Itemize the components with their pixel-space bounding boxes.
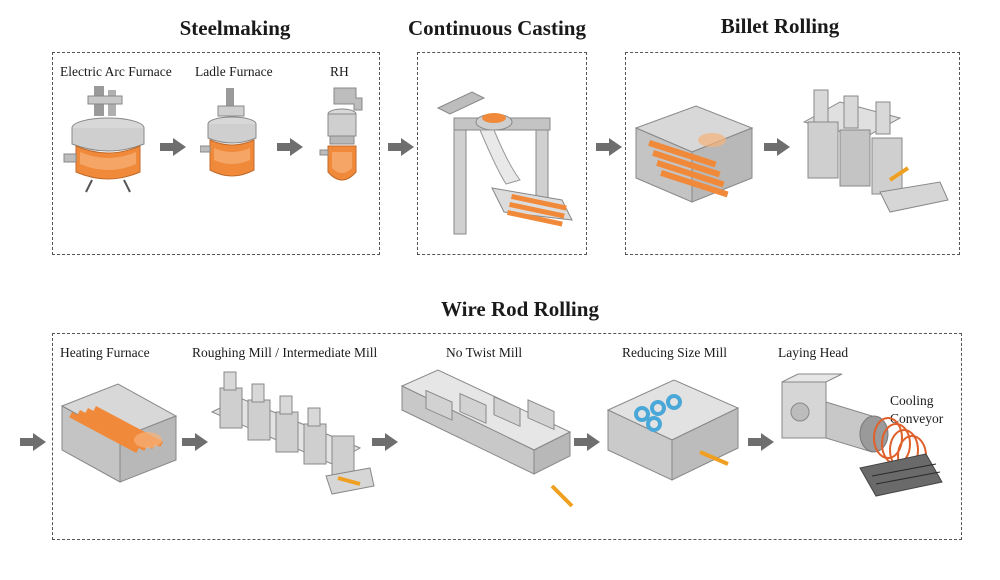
- electric-arc-furnace-illustration: [63, 86, 145, 193]
- no-twist-mill-illustration: [400, 369, 574, 508]
- billet-rolling-title: Billet Rolling: [720, 14, 840, 38]
- label-no-twist-mill: No Twist Mill: [446, 345, 523, 360]
- label-ladle-furnace: Ladle Furnace: [195, 64, 273, 79]
- laying-head-cooling-conveyor-illustration: [781, 373, 943, 497]
- arrow-right-icon: [372, 433, 398, 451]
- arrow-right-icon: [574, 433, 600, 451]
- continuous-caster-illustration: [436, 91, 573, 235]
- label-cooling: Cooling: [890, 393, 934, 408]
- wire-rod-rolling-box: [52, 333, 962, 540]
- heating-furnace-illustration: [60, 383, 178, 483]
- arrow-right-icon: [160, 138, 186, 156]
- wire-rod-rolling-title: Wire Rod Rolling: [441, 297, 599, 321]
- label-roughing-mill: Roughing Mill / Intermediate Mill: [192, 345, 378, 360]
- reducing-size-mill-illustration: [606, 379, 740, 481]
- label-conveyor: Conveyor: [890, 411, 944, 426]
- ladle-furnace-illustration: [200, 88, 257, 177]
- arrow-right-icon: [748, 433, 774, 451]
- steelmaking-box: [52, 52, 380, 255]
- arrow-right-icon: [388, 138, 414, 156]
- arrow-right-icon: [182, 433, 208, 451]
- label-heating-furnace: Heating Furnace: [60, 345, 150, 360]
- label-electric-arc-furnace: Electric Arc Furnace: [60, 64, 172, 79]
- roughing-intermediate-mill-illustration: [210, 371, 375, 495]
- arrow-right-icon: [596, 138, 622, 156]
- label-reducing-size-mill: Reducing Size Mill: [622, 345, 727, 360]
- arrow-right-icon: [20, 433, 46, 451]
- arrow-right-icon: [277, 138, 303, 156]
- billet-rolling-stands-illustration: [802, 89, 949, 213]
- continuous-casting-title: Continuous Casting: [408, 16, 586, 40]
- label-laying-head: Laying Head: [778, 345, 849, 360]
- label-rh: RH: [330, 64, 349, 79]
- continuous-casting-box: [417, 52, 587, 255]
- arrow-right-icon: [764, 138, 790, 156]
- steelmaking-title: Steelmaking: [179, 16, 291, 40]
- billet-rolling-box: [625, 52, 960, 255]
- billet-reheating-furnace-illustration: [634, 105, 754, 203]
- rh-degasser-illustration: [319, 87, 363, 181]
